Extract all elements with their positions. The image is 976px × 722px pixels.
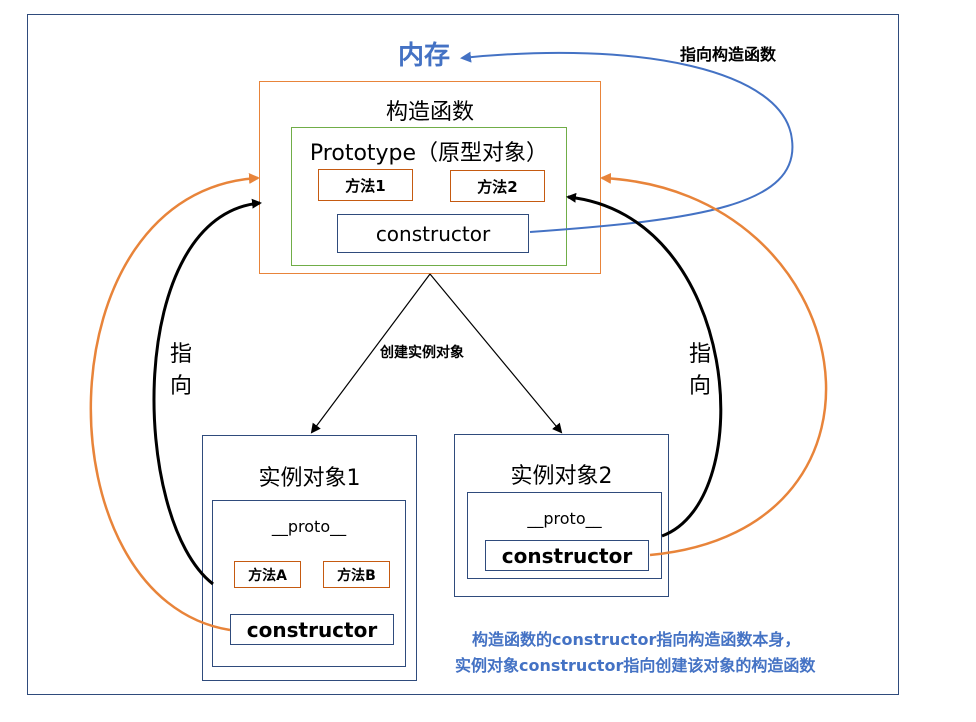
instance1-method-a: 方法A — [234, 561, 301, 588]
instance2-constructor: constructor — [485, 540, 649, 571]
instance1-proto-label: __proto__ — [271, 517, 347, 536]
proto-arrow-left — [152, 198, 262, 586]
instance2-proto-box — [467, 492, 662, 579]
create-arrow-to-instance2 — [429, 273, 563, 434]
orange-arrow-left — [89, 173, 260, 632]
instance1-method-b: 方法B — [323, 561, 390, 588]
instance1-title: 实例对象1 — [258, 466, 361, 491]
blue-arrow-constructor-to-function — [460, 51, 794, 233]
right-point-label-1: 指 — [689, 342, 712, 367]
prototype-method-2: 方法2 — [450, 170, 545, 202]
instance2-proto-label: __proto__ — [527, 509, 602, 528]
prototype-method-1: 方法1 — [318, 169, 413, 201]
diagram-frame — [27, 14, 899, 695]
proto-arrow-right — [566, 192, 723, 538]
caption-line-1: 构造函数的constructor指向构造函数本身， — [472, 630, 801, 649]
instance2-title: 实例对象2 — [510, 464, 613, 489]
create-instance-label: 创建实例对象 — [378, 342, 466, 362]
prototype-constructor: constructor — [337, 214, 529, 253]
orange-arrow-right — [600, 172, 828, 557]
right-point-label-2: 向 — [689, 374, 712, 399]
left-point-label-1: 指 — [170, 342, 193, 367]
instance1-constructor: constructor — [230, 614, 394, 645]
top-right-note: 指向构造函数 — [680, 45, 777, 64]
create-arrow-to-instance1 — [310, 273, 431, 434]
instance2-box — [454, 434, 669, 597]
caption-line-2: 实例对象constructor指向创建该对象的构造函数 — [455, 656, 816, 675]
left-point-label-2: 向 — [170, 374, 193, 399]
memory-label: 内存 — [398, 41, 451, 71]
constructor-function-title: 构造函数 — [385, 100, 474, 125]
prototype-title: Prototype（原型对象） — [309, 141, 549, 166]
instance1-box — [202, 435, 417, 681]
